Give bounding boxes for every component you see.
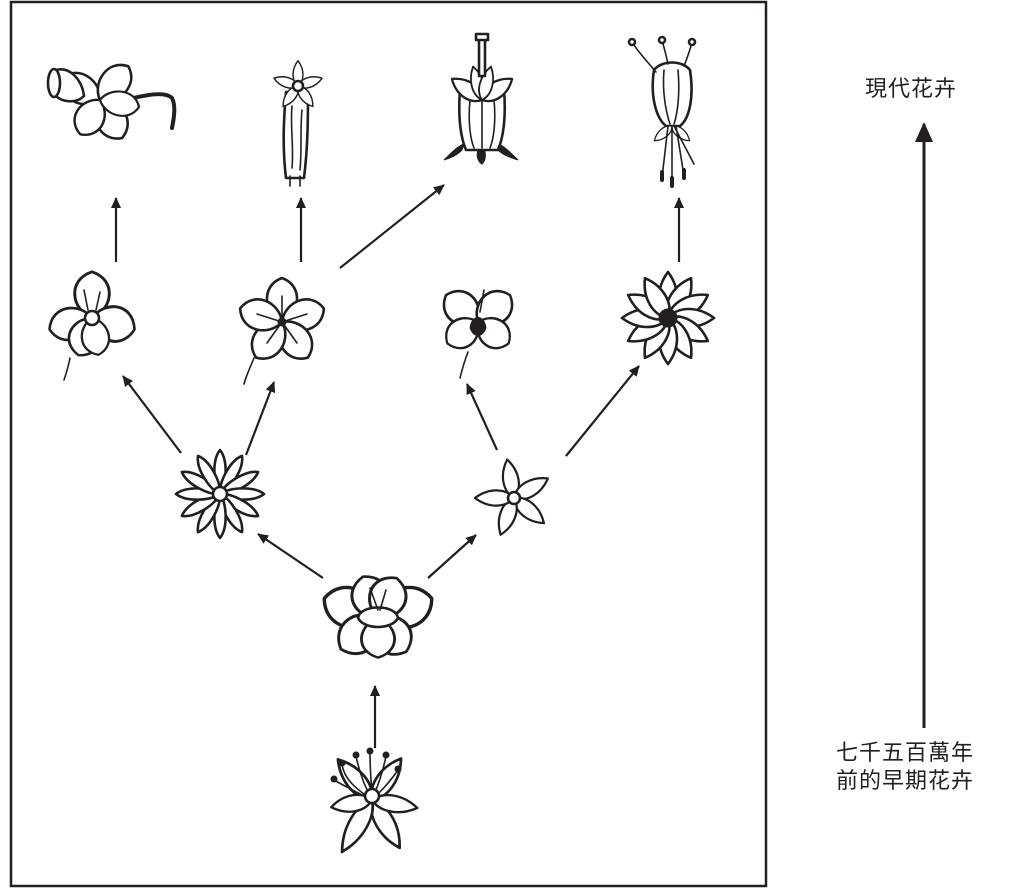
early-flower-icon	[328, 747, 421, 858]
diagram-frame	[9, 0, 768, 888]
spiky-flower-icon	[620, 270, 716, 366]
lily-flower-icon	[443, 32, 519, 165]
arrow-daisy-to-fivepetal	[244, 381, 276, 456]
arrow-daisy-to-violet	[122, 375, 182, 454]
daisy-flower-icon	[174, 448, 266, 540]
modern-flowers-label: 現代花卉	[865, 77, 958, 102]
magnolia-flower-icon	[315, 568, 441, 665]
daffodil-flower-icon	[46, 55, 177, 147]
early-flowers-label: 七千五百萬年 前的早期花卉	[836, 740, 974, 796]
pansy-flower-icon	[434, 281, 522, 379]
arrow-magnolia-to-daisy	[257, 533, 324, 579]
tubular-flower-icon	[271, 59, 325, 187]
columbine-flower-icon	[627, 35, 697, 188]
evolution-arrows	[111, 184, 684, 748]
arrow-fivepetal-to-lily	[339, 184, 445, 269]
early-flowers-label-line-2: 前的早期花卉	[836, 769, 975, 794]
arrow-star-to-pansy	[465, 383, 499, 451]
violet-flower-icon	[44, 270, 141, 381]
five-petal-flower-icon	[234, 276, 330, 385]
star-flower-icon	[473, 457, 553, 539]
arrow-magnolia-to-star	[427, 534, 477, 579]
early-flowers-label-line-1: 七千五百萬年	[836, 741, 975, 766]
arrow-star-to-spiky	[565, 365, 640, 457]
